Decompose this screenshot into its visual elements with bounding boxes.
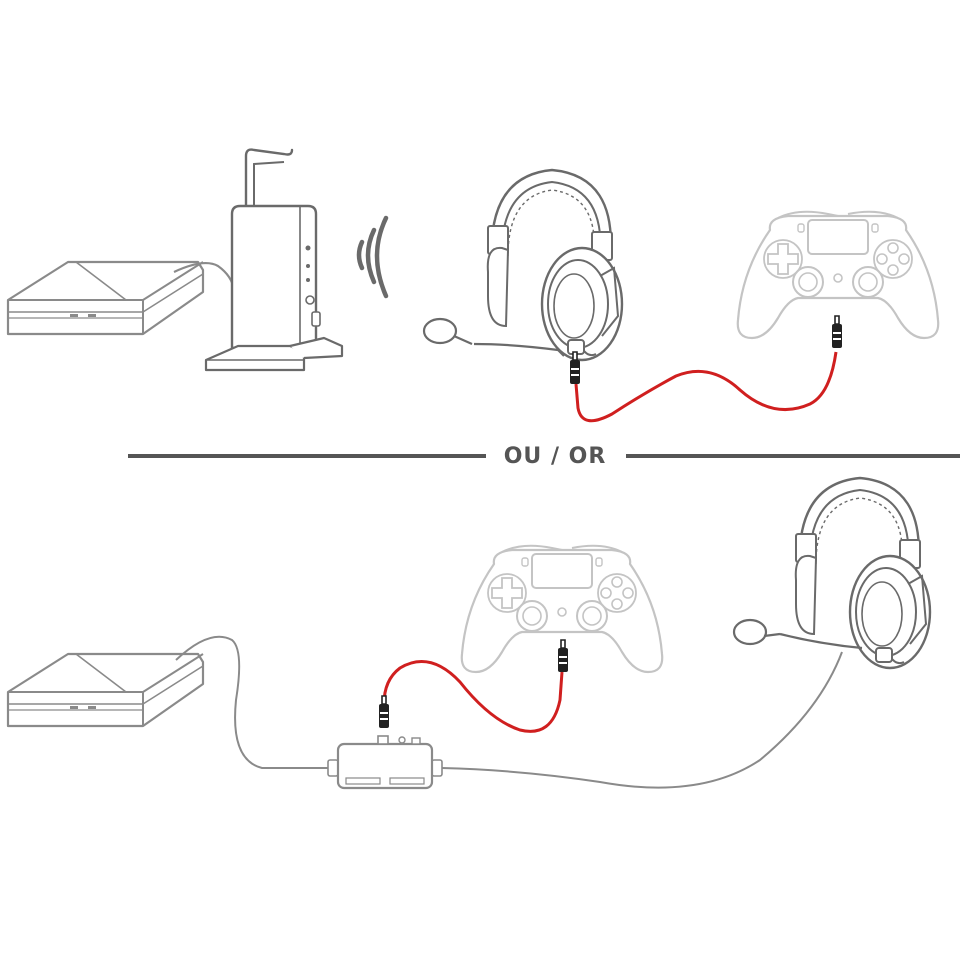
amplifier-to-headset-cable <box>441 651 843 789</box>
top-scenario <box>6 148 940 423</box>
headset-icon <box>422 168 624 362</box>
headset-icon <box>732 476 932 670</box>
game-console-icon <box>6 652 205 728</box>
game-console-icon <box>6 260 205 336</box>
amplifier-to-controller-cable <box>382 660 564 733</box>
console-to-amplifier-cable <box>175 635 330 769</box>
inline-amplifier-icon <box>327 735 443 790</box>
audio-jack-icon <box>557 639 569 673</box>
audio-jack-icon <box>831 315 843 349</box>
divider-label: OU / OR <box>504 444 607 469</box>
wireless-signal-icon <box>356 215 389 299</box>
bottom-scenario <box>6 476 932 790</box>
scenario-divider: OU / OR <box>128 444 960 469</box>
audio-jack-icon <box>378 695 390 729</box>
wireless-base-station-icon <box>204 148 344 372</box>
headset-to-controller-cable <box>574 351 838 423</box>
